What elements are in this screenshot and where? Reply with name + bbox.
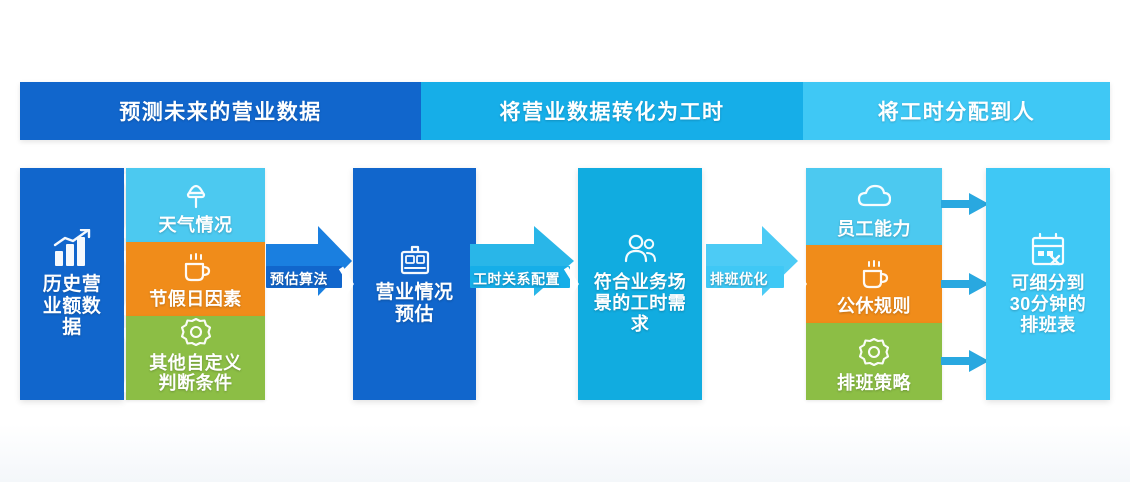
connector-label-3-bg bbox=[706, 266, 784, 288]
connector-label-2: 工时关系配置 bbox=[473, 271, 560, 287]
factor-label: 其他自定义 判断条件 bbox=[149, 352, 242, 394]
calendar-icon bbox=[1031, 233, 1065, 266]
stage5-main-label: 可细分到 30分钟的 排班表 bbox=[1009, 273, 1087, 335]
constraint-label: 排班策略 bbox=[837, 373, 911, 394]
connector-label-1-bg bbox=[266, 266, 342, 288]
stage5-schedule-output-block: 可细分到 30分钟的 排班表 bbox=[986, 168, 1110, 400]
connector-label-2-bg bbox=[470, 266, 570, 288]
connector-label-1: 预估算法 bbox=[270, 271, 328, 287]
header-segment-convert: 将营业数据转化为工时 bbox=[421, 82, 803, 140]
bar-chart-growth-icon bbox=[53, 228, 91, 266]
factor-custom-rules: 其他自定义 判断条件 bbox=[126, 315, 265, 400]
header-segment-assign: 将工时分配到人 bbox=[803, 82, 1110, 140]
weather-icon bbox=[186, 185, 205, 209]
header-segment-label: 预测未来的营业数据 bbox=[119, 101, 322, 124]
stage3-main-label: 符合业务场 景的工时需 求 bbox=[593, 272, 687, 334]
factor-holiday: 节假日因素 bbox=[126, 241, 265, 316]
coffee-cup-icon bbox=[862, 259, 889, 289]
cloud-icon bbox=[857, 184, 891, 206]
constraint-schedule-strategy: 排班策略 bbox=[806, 322, 942, 400]
stage-header-band: 预测未来的营业数据 将营业数据转化为工时 将工时分配到人 bbox=[20, 82, 1110, 140]
link-arrow-2-icon bbox=[941, 273, 989, 295]
header-segment-forecast: 预测未来的营业数据 bbox=[20, 82, 421, 140]
stage3-labor-demand-block: 符合业务场 景的工时需 求 bbox=[578, 168, 702, 400]
stage2-sales-forecast-block: 营业情况 预估 bbox=[353, 168, 476, 400]
header-segment-label: 将营业数据转化为工时 bbox=[499, 101, 725, 124]
factor-weather: 天气情况 bbox=[126, 168, 265, 242]
coffee-cup-icon bbox=[184, 252, 210, 282]
constraint-label: 员工能力 bbox=[837, 218, 911, 239]
stage1-factor-stack: 天气情况 节假日因素 其他自定义 判断条件 bbox=[126, 168, 265, 400]
header-segment-label: 将工时分配到人 bbox=[877, 101, 1036, 124]
gear-icon bbox=[858, 338, 890, 367]
link-arrow-1-icon bbox=[941, 193, 989, 215]
factor-label: 天气情况 bbox=[158, 215, 233, 236]
stage1-main-label: 历史营 业额数 据 bbox=[42, 273, 102, 339]
constraint-staff-capability: 员工能力 bbox=[806, 168, 942, 246]
stage2-main-label: 营业情况 预估 bbox=[375, 281, 454, 325]
process-flow: 历史营 业额数 据 天气情况 bbox=[0, 168, 1130, 400]
stage4-constraint-stack: 员工能力 公休规则 排班策略 bbox=[806, 168, 942, 400]
constraint-rest-rules: 公休规则 bbox=[806, 245, 942, 323]
factor-label: 节假日因素 bbox=[149, 288, 242, 309]
stage1-historical-sales-block: 历史营 业额数 据 bbox=[20, 168, 124, 400]
constraint-label: 公休规则 bbox=[837, 295, 911, 316]
link-arrow-3-icon bbox=[941, 350, 989, 372]
people-icon bbox=[624, 235, 656, 263]
gear-icon bbox=[180, 317, 211, 346]
storefront-icon bbox=[400, 245, 429, 274]
connector-label-3: 排班优化 bbox=[710, 271, 768, 287]
